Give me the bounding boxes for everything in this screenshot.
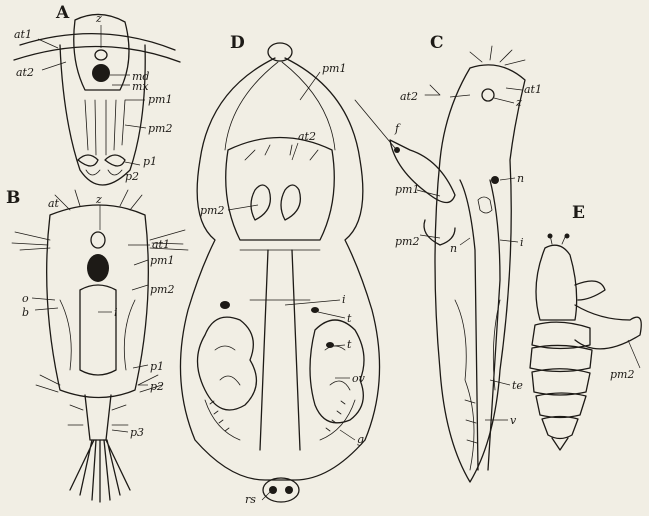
figure-e: E pm2	[530, 203, 641, 450]
panel-label-c: C	[430, 33, 444, 53]
label-p1-b: p1	[150, 360, 164, 373]
label-at2: at2	[16, 66, 34, 79]
label-i-d: i	[342, 293, 346, 306]
label-i-b: i	[114, 306, 118, 319]
label-p2: p2	[125, 170, 139, 183]
label-ov: ov	[352, 372, 366, 385]
figure-a: A at1 at2 z md mx pm1 pm2 p1 p2	[14, 3, 180, 185]
label-i-c: i	[520, 236, 524, 249]
label-rs: rs	[245, 493, 256, 506]
figure-b: B at z at1 pm1 pm2 o b i p1 p2 p3	[6, 188, 188, 502]
label-p2-b: p2	[150, 380, 164, 393]
label-t2-d: t	[347, 338, 352, 351]
label-at2-c: at2	[400, 90, 418, 103]
label-z-c: z	[515, 96, 522, 109]
label-z: z	[95, 12, 102, 25]
label-z-b: z	[95, 193, 102, 206]
label-p1: p1	[143, 155, 157, 168]
label-at1-b: at1	[152, 238, 170, 251]
label-v: v	[510, 414, 517, 427]
label-pm2-b: pm2	[150, 283, 174, 296]
label-te: te	[512, 379, 523, 392]
label-f: f	[394, 122, 401, 135]
label-at1-c: at1	[524, 83, 542, 96]
label-p3-b: p3	[130, 426, 144, 439]
figure-d: D pm1 at2 pm2 i t t ov g	[180, 33, 379, 506]
panel-label-a: A	[55, 3, 70, 23]
figure-c: C at2 at1 z f n pm1 pm2 n i te v	[355, 33, 542, 482]
label-at2-d: at2	[298, 130, 316, 143]
label-g: g	[357, 433, 364, 446]
label-mx: mx	[132, 80, 149, 93]
label-pm1-c: pm1	[395, 183, 419, 196]
label-at1: at1	[14, 28, 32, 41]
label-t1-d: t	[347, 312, 352, 325]
label-n2-c: n	[450, 242, 457, 255]
label-pm1-d: pm1	[322, 62, 346, 75]
label-at: at	[48, 197, 60, 210]
panel-label-d: D	[230, 33, 245, 53]
label-pm1-b: pm1	[150, 254, 174, 267]
label-pm2-c: pm2	[395, 235, 419, 248]
label-pm1: pm1	[148, 93, 172, 106]
label-pm2-d: pm2	[200, 204, 224, 217]
label-n1-c: n	[517, 172, 524, 185]
label-o: o	[22, 292, 29, 305]
label-pm2-e: pm2	[610, 368, 634, 381]
label-b: b	[22, 306, 29, 319]
panel-label-b: B	[6, 188, 20, 208]
label-pm2: pm2	[148, 122, 172, 135]
panel-label-e: E	[572, 203, 585, 223]
